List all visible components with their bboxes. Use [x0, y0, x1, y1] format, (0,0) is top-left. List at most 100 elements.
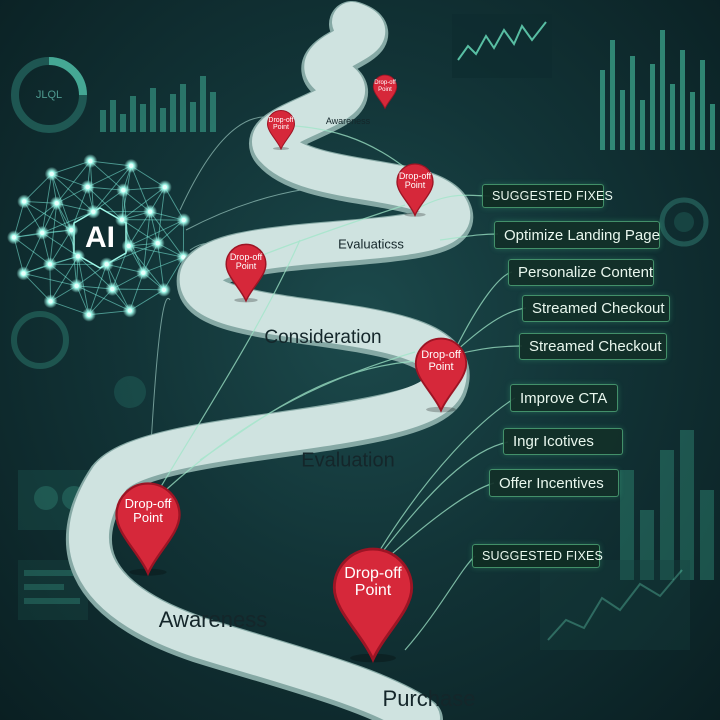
- bar-cluster-top-right: [600, 30, 715, 150]
- network-link: [130, 165, 151, 212]
- drop-off-pin-3[interactable]: Drop-off Point: [395, 162, 435, 218]
- network-link: [157, 187, 166, 244]
- network-link: [142, 211, 151, 273]
- blurred-panel-left-mid: [11, 311, 146, 408]
- network-link: [42, 232, 79, 257]
- pin-label: Drop-off Point: [268, 116, 294, 132]
- network-link: [76, 285, 131, 312]
- suggested-fixes-header-2: SUGGESTED FIXES: [472, 544, 603, 568]
- network-node: [147, 209, 153, 214]
- network-link: [51, 173, 94, 213]
- network-node: [181, 254, 186, 260]
- map-pin-icon: [225, 243, 267, 303]
- fix-optimize-landing-page[interactable]: Optimize Landing Page: [494, 221, 660, 249]
- network-link: [149, 211, 184, 258]
- line-sparkline-top: [452, 14, 552, 78]
- network-link: [23, 232, 43, 274]
- drop-off-pin-7[interactable]: Drop-off Point: [330, 544, 416, 666]
- pin-label: Drop-off Point: [124, 495, 172, 525]
- network-link: [49, 203, 58, 265]
- network-node: [181, 217, 186, 223]
- network-node: [91, 209, 96, 214]
- drop-off-pin-2[interactable]: Drop-off Point: [372, 74, 398, 110]
- network-link: [13, 236, 51, 265]
- network-node: [104, 262, 109, 267]
- network-node: [121, 188, 126, 193]
- network-node: [162, 184, 168, 190]
- map-pin-icon: [266, 110, 296, 150]
- pin-label: Drop-off Point: [344, 564, 402, 600]
- network-link: [23, 201, 72, 231]
- stage-label-awareness: Awareness: [158, 607, 268, 632]
- network-link: [121, 219, 158, 244]
- stage-label-evaluation-top: Evaluaticss: [338, 236, 404, 252]
- network-node: [127, 308, 133, 313]
- network-link: [112, 288, 164, 291]
- pin-label: Drop-off Point: [398, 170, 432, 191]
- network-node: [69, 227, 74, 233]
- gauge-ring: [11, 57, 87, 133]
- network-node: [21, 271, 26, 276]
- drop-off-pin-1[interactable]: Drop-off Point: [266, 110, 296, 150]
- network-node: [40, 230, 45, 235]
- map-pin-icon: [414, 337, 468, 413]
- network-link: [87, 186, 123, 220]
- network-link: [143, 256, 184, 274]
- blurred-bars-bottom-right: [620, 430, 714, 580]
- drop-off-pin-5[interactable]: Drop-off Point: [413, 336, 469, 414]
- network-link: [106, 242, 158, 265]
- network-node: [88, 158, 93, 164]
- fix-offer-incentives[interactable]: Offer Incentives: [489, 469, 619, 497]
- network-link: [13, 202, 57, 238]
- ai-neural-network: [7, 116, 416, 501]
- network-link: [41, 173, 53, 233]
- fix-connector-lines: [149, 124, 527, 651]
- network-link: [88, 264, 108, 315]
- map-pin-icon: [396, 163, 434, 217]
- network-node: [54, 201, 59, 206]
- network-node: [48, 299, 53, 304]
- fix-ingr-icotives[interactable]: Ingr Icotives: [503, 428, 623, 455]
- map-pin-icon: [332, 547, 414, 663]
- network-link: [42, 211, 94, 234]
- fix-improve-cta[interactable]: Improve CTA: [510, 384, 618, 412]
- suggested-fixes-header-1: SUGGESTED FIXES: [482, 184, 613, 208]
- network-link: [50, 256, 79, 302]
- network-link: [121, 186, 166, 221]
- pin-label: Drop-off Point: [229, 251, 263, 272]
- network-link: [157, 243, 165, 290]
- network-node: [119, 217, 125, 222]
- stage-label-consideration: Consideration: [264, 327, 382, 348]
- fix-streamed-checkout-1[interactable]: Streamed Checkout: [522, 295, 670, 322]
- network-link: [87, 165, 132, 188]
- network-link: [128, 219, 184, 247]
- map-pin-icon: [372, 74, 398, 110]
- network-node: [110, 286, 115, 292]
- network-link: [90, 160, 124, 191]
- fix-personalize-content[interactable]: Personalize Content: [508, 259, 654, 286]
- network-node: [74, 283, 79, 288]
- gauge-value-text: JLQL: [35, 89, 63, 101]
- bar-cluster-top-left: [100, 76, 216, 132]
- network-node: [21, 199, 27, 204]
- stage-label-evaluation: Evaluation: [301, 449, 395, 472]
- network-node: [155, 241, 160, 246]
- network-node: [85, 184, 90, 190]
- network-node: [86, 312, 92, 317]
- network-node: [161, 287, 167, 293]
- network-node: [49, 171, 54, 177]
- drop-off-pin-6[interactable]: Drop-off Point: [113, 480, 183, 578]
- stage-label-purchase: Purchase: [382, 686, 476, 711]
- fix-streamed-checkout-2[interactable]: Streamed Checkout: [519, 333, 667, 360]
- stage-label-awareness-top: Awareness: [325, 116, 371, 126]
- pin-label: Drop-off Point: [421, 349, 461, 374]
- drop-off-pin-4[interactable]: Drop-off Point: [224, 242, 268, 304]
- ring-right: [659, 197, 709, 247]
- network-node: [47, 262, 53, 267]
- map-pin-icon: [115, 482, 181, 577]
- blurred-panel-bottom-left: [18, 470, 98, 620]
- blurred-panel-right-low: [540, 560, 690, 650]
- pin-label: Drop-off Point: [374, 80, 396, 93]
